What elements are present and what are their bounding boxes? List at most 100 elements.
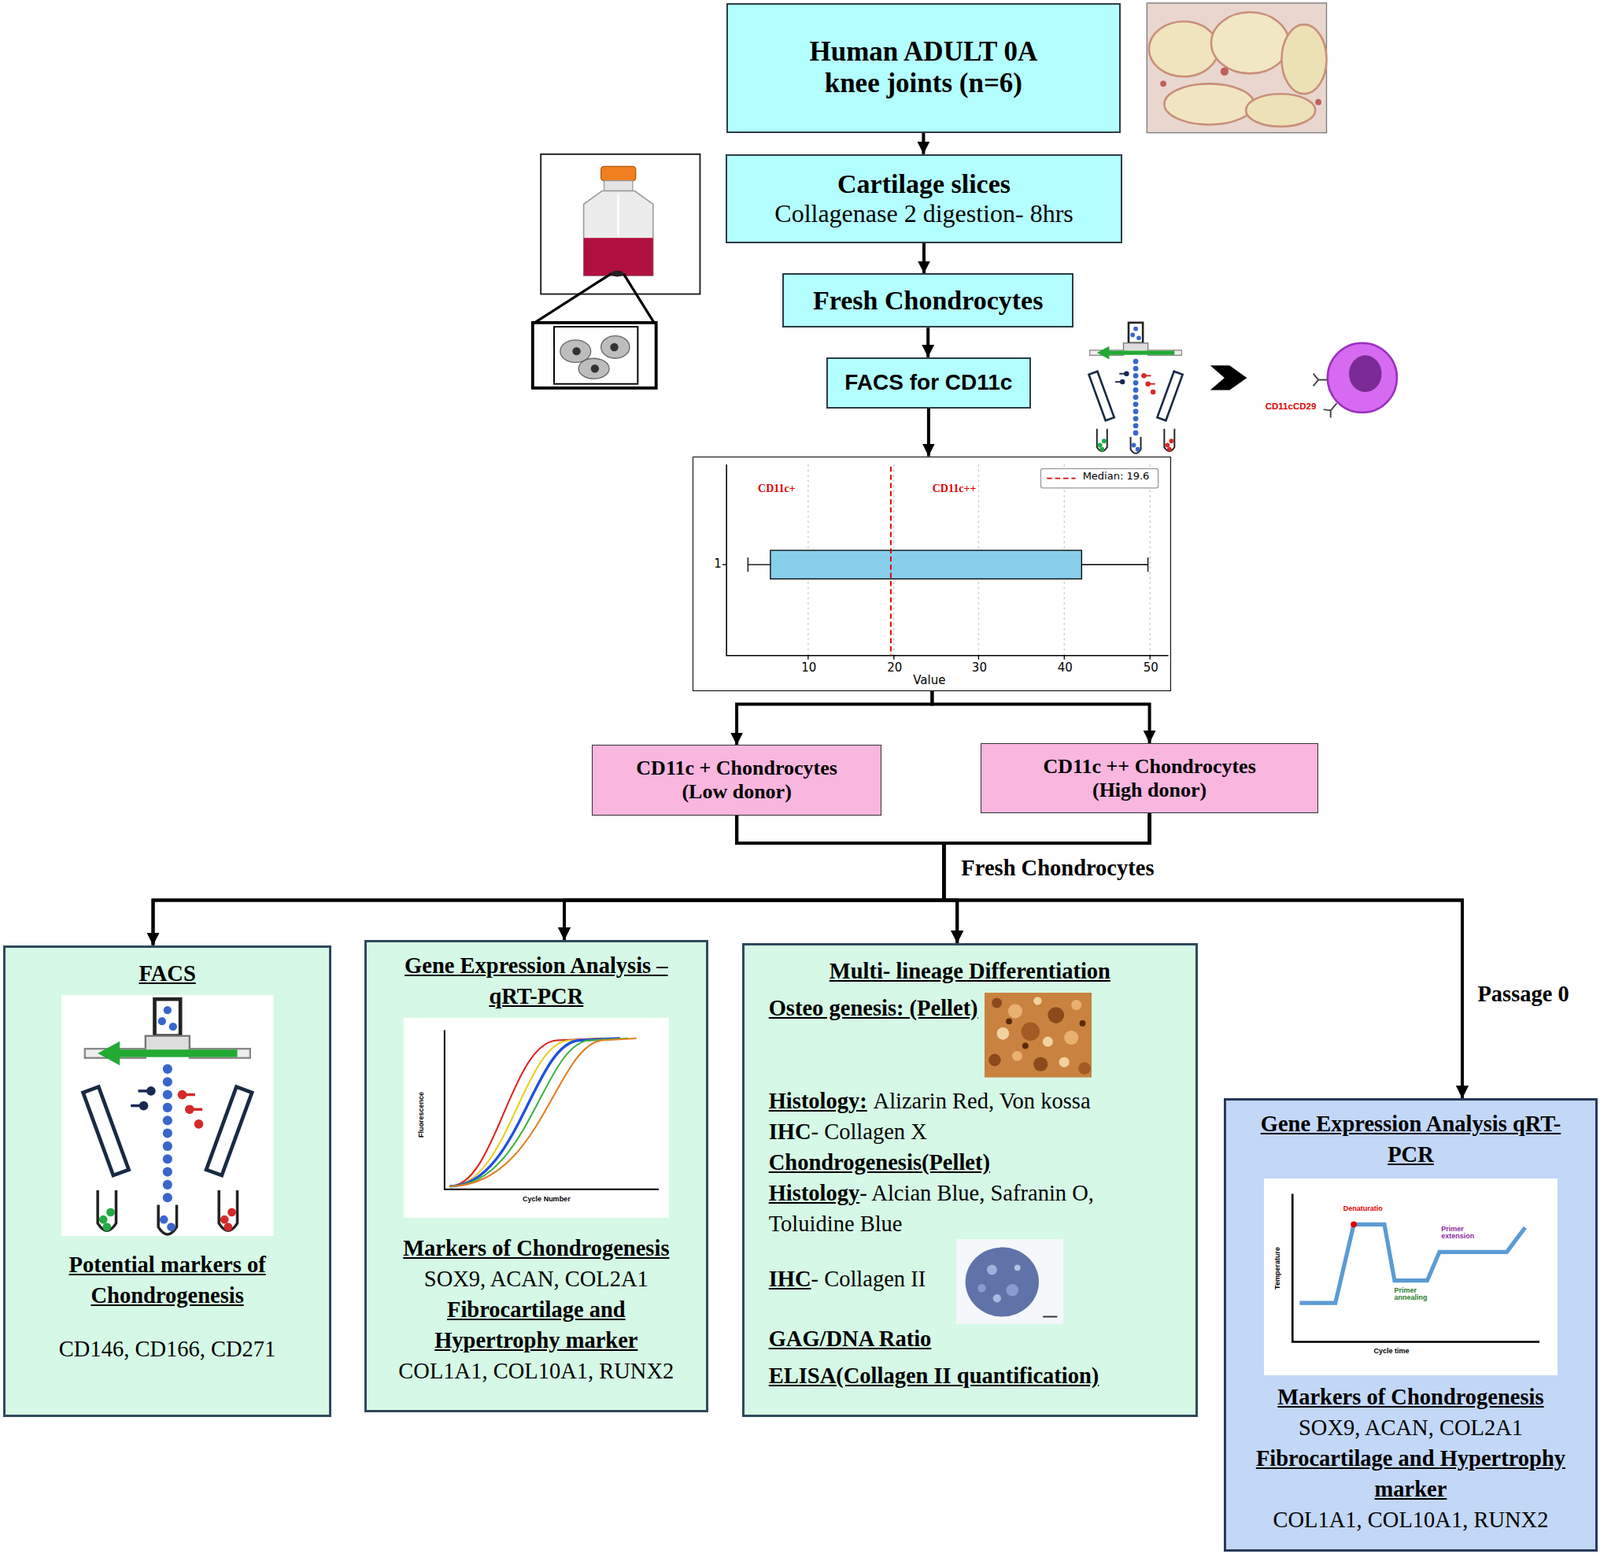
chondrogenic-pellet-image-part: [977, 1283, 986, 1292]
osteogenic-pellet-image-part: [1005, 1017, 1013, 1024]
node-text: Human ADULT 0A knee joints (n=6): [801, 36, 1046, 100]
box-plot-part: [890, 466, 892, 656]
text-row: Markers of Chondrogenesis: [1237, 1381, 1584, 1412]
annotation-label: CD11cCD29: [1265, 401, 1317, 412]
culture-flask-part: [609, 343, 618, 352]
osteogenic-pellet-image-part: [1033, 996, 1042, 1005]
culture-flask-part: [591, 364, 599, 373]
node-text: 30: [971, 661, 987, 674]
cell-sorter-icon-part: [1133, 326, 1139, 332]
text-row: FACS for CD11c: [844, 369, 1013, 396]
text-row: CD11c + Chondrocytes (Low donor): [621, 756, 852, 804]
osteogenic-pellet-image-part: [1064, 1030, 1079, 1045]
text-row: Gene Expression Analysis – qRT-PCR: [378, 949, 694, 1012]
annotation-label: Primer annealing: [1394, 1286, 1446, 1302]
cell-sorter-icon-part: [162, 1101, 173, 1112]
arrow-connector: [736, 815, 958, 943]
node-text: CD11c + Chondrocytes (Low donor): [621, 756, 852, 804]
box-plot-part: [770, 550, 1082, 579]
amplification-plot-part: [449, 1038, 613, 1187]
box-plot-part: [807, 655, 809, 660]
cell-sorter-icon-part: [1156, 371, 1183, 421]
cell-icon-part: [1348, 354, 1382, 392]
cell-sorter-icon-part: [162, 1115, 173, 1125]
cell-sorter-icon-part: [1133, 422, 1139, 429]
osteogenic-pellet-image: [984, 992, 1092, 1078]
cell-sorter-icon-part: [162, 1178, 173, 1189]
cell-sorter-icon-part: [1088, 371, 1114, 421]
cell-sorter-icon-part: [184, 1104, 195, 1114]
node-text: Osteo genesis: (Pellet): [768, 995, 979, 1020]
annotation-label: Fluorescence: [417, 1091, 425, 1138]
cell-sorter-icon-part: [1133, 408, 1139, 414]
cell-sorter-icon-part: [1123, 370, 1129, 376]
cell-sorter-icon-part: [1130, 436, 1142, 454]
text-row: SOX9, ACAN, COL2A1: [378, 1263, 694, 1294]
text-row: Histology- Alcian Blue, Safranin O, Tolu…: [768, 1177, 1172, 1239]
cell-sorter-icon-part: [162, 1063, 173, 1073]
cell-sorter-icon-part: [194, 1119, 204, 1129]
cell-sorter-icon-part: [162, 1166, 173, 1176]
node-text: Fibrocartilage and Hypertrophy marker: [393, 1293, 680, 1356]
node-text: FACS: [138, 960, 196, 986]
box-plot-part: [1149, 464, 1151, 656]
annotation-label: Passage 0: [1477, 981, 1569, 1006]
thermal-cycle-plot-part: [1299, 1223, 1526, 1303]
box-plot-part: [1040, 468, 1158, 488]
node-text: IHC: [768, 1266, 812, 1291]
cell-sorter-icon-part: [154, 998, 181, 1036]
legend-text: Median: 19.6: [1082, 470, 1150, 482]
text-row: Chondrogenesis(Pellet): [768, 1146, 1172, 1178]
box-plot-part: [1147, 557, 1149, 572]
cell-sorter-icon-part: [139, 1100, 149, 1110]
annotation-label: Primer extension: [1441, 1225, 1493, 1241]
box-plot-part: [747, 564, 771, 566]
cartilage-photo-part: [1163, 83, 1254, 125]
cell-sorter-icon-part: [162, 1076, 173, 1087]
amplification-plot-part: [449, 1038, 621, 1187]
text-row: Fresh Chondrocytes: [812, 284, 1043, 316]
cell-sorter-icon-part: [1107, 351, 1176, 355]
chondrogenic-pellet-image-part: [1042, 1315, 1057, 1318]
osteogenic-pellet-image-part: [1071, 999, 1082, 1010]
cell-icon-part: [1313, 373, 1328, 387]
cartilage-photo-part: [1160, 80, 1167, 87]
cell-sorter-icon-part: [1133, 430, 1139, 437]
node-text: Markers of Chondrogenesis: [1277, 1384, 1544, 1409]
cell-sorter-icon-part: [1133, 401, 1139, 407]
arrow-connector: [153, 815, 945, 946]
osteogenic-pellet-image-part: [1047, 1006, 1065, 1024]
cell-icon-part: [1323, 402, 1338, 418]
node-text: CD11c ++ Chondrocytes (High donor): [1024, 754, 1275, 802]
box-plot-part: [722, 564, 727, 566]
cell-sorter-icon-part: [1130, 442, 1136, 448]
group-box: CD11c + Chondrocytes (Low donor): [591, 744, 882, 815]
group-box: CD11c ++ Chondrocytes (High donor): [980, 742, 1319, 813]
cell-sorter-icon-part: [102, 1222, 111, 1231]
box-plot: [692, 456, 1172, 690]
text-row: SOX9, ACAN, COL2A1: [1237, 1411, 1584, 1443]
arrow-connector: [736, 690, 932, 746]
analysis-box: FACSPotential markers of ChondrogenesisC…: [3, 945, 332, 1417]
cell-sorter-icon-part: [1133, 358, 1139, 365]
cell-sorter-icon-part: [1130, 332, 1135, 338]
cell-sorter-icon-part: [1133, 394, 1139, 400]
culture-flask-part: [604, 181, 633, 192]
node-text: 10: [801, 661, 817, 674]
cartilage-photo: [1146, 3, 1327, 134]
culture-flask-part: [572, 347, 581, 355]
text-row: Markers of Chondrogenesis: [378, 1232, 694, 1264]
node-text: COL1A1, COL10A1, RUNX2: [1273, 1507, 1549, 1532]
cell-sorter-icon-part: [162, 1140, 173, 1150]
node-text: Chondrogenesis(Pellet): [768, 1149, 991, 1175]
cell-sorter-icon-part: [1145, 380, 1150, 386]
chondrogenic-pellet-image-part: [1005, 1283, 1019, 1297]
node-text: FACS for CD11c: [844, 369, 1013, 395]
cartilage-photo-part: [1245, 93, 1316, 127]
text-row: Fibrocartilage and Hypertrophy marker: [1237, 1442, 1584, 1504]
text-row: Osteo genesis: (Pellet): [768, 992, 1172, 1078]
cartilage-photo-part: [1315, 99, 1322, 106]
cell-sorter-icon-part: [1133, 380, 1139, 386]
box-plot-part: [978, 655, 980, 660]
node-text: Potential markers of Chondrogenesis: [69, 1252, 267, 1308]
